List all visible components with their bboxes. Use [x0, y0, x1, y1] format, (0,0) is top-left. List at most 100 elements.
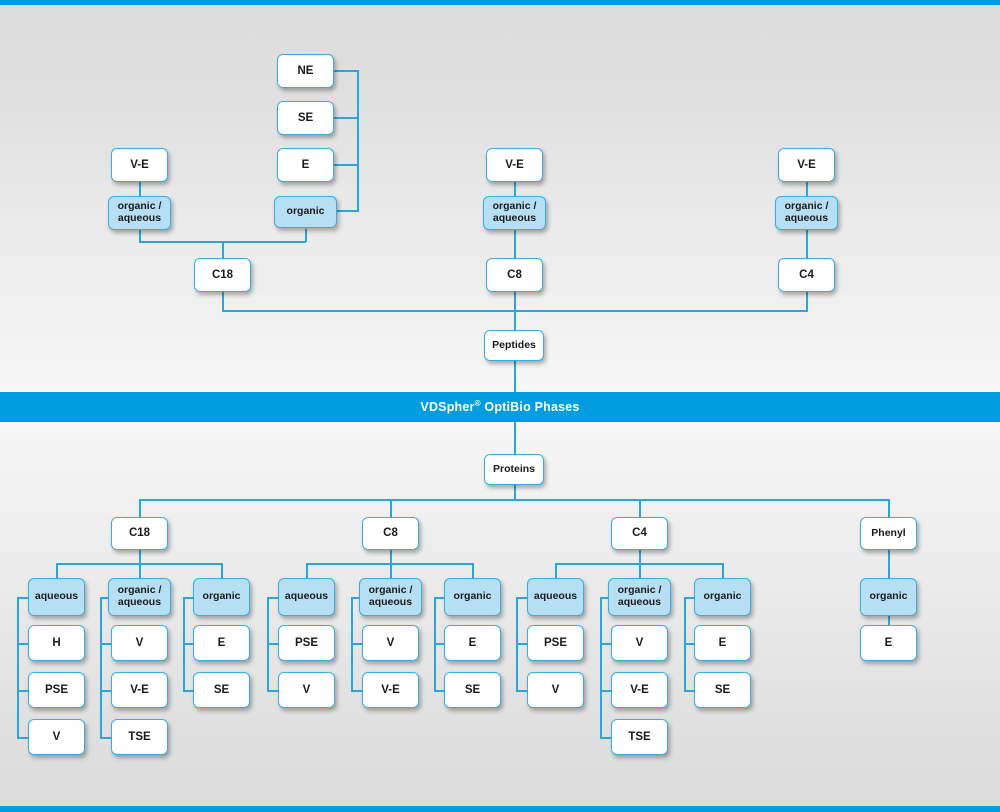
node-c18-oa-item-1[interactable]: V — [111, 625, 168, 661]
node-c8-aqueous[interactable]: aqueous — [278, 578, 335, 616]
node-line-1: organic / — [117, 200, 162, 213]
connector-c8b-down — [390, 550, 392, 564]
node-c18-org-item-2[interactable]: SE — [193, 672, 250, 708]
connector-c8b-oa-i1 — [351, 643, 363, 645]
node-c18b-organic[interactable]: organic — [193, 578, 250, 616]
connector-c4b-oa-i2 — [600, 690, 612, 692]
node-c8-oa-item-2[interactable]: V-E — [362, 672, 419, 708]
node-c18-organic[interactable]: organic — [274, 196, 337, 228]
node-c4-aq-item-1[interactable]: PSE — [527, 625, 584, 661]
node-c18-e[interactable]: E — [277, 148, 334, 182]
connector-c8b-fan-oa — [390, 563, 392, 578]
connector-c4b-oa-bus — [600, 597, 602, 737]
node-c18-ve[interactable]: V-E — [111, 148, 168, 182]
node-peptides-c4[interactable]: C4 — [778, 258, 835, 292]
node-line-1: organic / — [492, 200, 537, 213]
node-c18-aq-item-1[interactable]: H — [28, 625, 85, 661]
node-c18-oa-item-3[interactable]: TSE — [111, 719, 168, 755]
node-c4b-organic[interactable]: organic — [694, 578, 751, 616]
connector-organic-bus — [357, 70, 359, 212]
top-accent-rule — [0, 0, 1000, 5]
node-c4-oa-item-1[interactable]: V — [611, 625, 668, 661]
node-c4-oa-item-3[interactable]: TSE — [611, 719, 668, 755]
connector-c18b-oa-i2 — [100, 690, 112, 692]
node-proteins-c4[interactable]: C4 — [611, 517, 668, 550]
node-c4b-organic-aqueous[interactable]: organic / aqueous — [608, 578, 671, 616]
connector-c18-ve-to-oa — [139, 181, 141, 198]
connector-c18-down — [222, 292, 224, 311]
node-c18-aqueous[interactable]: aqueous — [28, 578, 85, 616]
connector-c18b-fan-org — [221, 563, 223, 578]
node-c8-organic-aqueous[interactable]: organic / aqueous — [483, 196, 546, 230]
node-c18-se[interactable]: SE — [277, 101, 334, 135]
connector-c4b-aq-head — [516, 597, 528, 599]
node-c4-organic-aqueous[interactable]: organic / aqueous — [775, 196, 838, 230]
connector-c4b-org-i1 — [684, 643, 696, 645]
connector-c8b-fan-org — [472, 563, 474, 578]
node-c8b-organic-aqueous[interactable]: organic / aqueous — [359, 578, 422, 616]
connector-c8b-oa-i2 — [351, 690, 363, 692]
section-banner: VDSpher® OptiBio Phases — [0, 392, 1000, 422]
connector-proteins-down — [514, 485, 516, 500]
node-c4-aqueous[interactable]: aqueous — [527, 578, 584, 616]
node-peptides-c18[interactable]: C18 — [194, 258, 251, 292]
connector-bus-to-c8 — [390, 499, 392, 517]
node-phenyl-organic[interactable]: organic — [860, 578, 917, 616]
node-proteins-c18[interactable]: C18 — [111, 517, 168, 550]
node-proteins-root[interactable]: Proteins — [484, 454, 544, 485]
node-c4-org-item-1[interactable]: E — [694, 625, 751, 661]
node-c8-ve[interactable]: V-E — [486, 148, 543, 182]
node-c18-oa-item-2[interactable]: V-E — [111, 672, 168, 708]
banner-title: VDSpher® OptiBio Phases — [420, 399, 579, 414]
connector-c8b-fan-aq — [306, 563, 308, 578]
connector-organic-stub — [334, 210, 358, 212]
connector-c18b-org-i2 — [183, 690, 195, 692]
node-c4-aq-item-2[interactable]: V — [527, 672, 584, 708]
node-c8-aq-item-2[interactable]: V — [278, 672, 335, 708]
connector-peptides-to-banner — [514, 361, 516, 393]
node-line-2: aqueous — [117, 596, 162, 608]
node-c18-ne[interactable]: NE — [277, 54, 334, 88]
connector-c8b-fan — [306, 563, 473, 565]
node-c4-org-item-2[interactable]: SE — [694, 672, 751, 708]
connector-c4b-down — [639, 550, 641, 564]
node-c18-aq-item-2[interactable]: PSE — [28, 672, 85, 708]
node-peptides-root[interactable]: Peptides — [484, 330, 544, 361]
connector-c18b-aq-bus — [17, 597, 19, 737]
node-peptides-c8[interactable]: C8 — [486, 258, 543, 292]
node-c18-aq-item-3[interactable]: V — [28, 719, 85, 755]
node-line-1: organic / — [617, 584, 662, 597]
connector-c18b-aq-i1 — [17, 643, 29, 645]
connector-c8b-aq-head — [267, 597, 279, 599]
node-line-1: organic / — [784, 200, 829, 213]
connector-c4b-org-head — [684, 597, 696, 599]
connector-c18b-aq-i2 — [17, 690, 29, 692]
node-line-2: aqueous — [368, 596, 413, 608]
node-c18b-organic-aqueous[interactable]: organic / aqueous — [108, 578, 171, 616]
node-c18-org-item-1[interactable]: E — [193, 625, 250, 661]
connector-ne-stub — [334, 70, 358, 72]
connector-bus-to-c4 — [639, 499, 641, 517]
node-phenyl-org-item-1[interactable]: E — [860, 625, 917, 661]
node-c8-oa-item-1[interactable]: V — [362, 625, 419, 661]
connector-c18b-down — [139, 550, 141, 564]
connector-bus-to-c18 — [139, 499, 141, 517]
node-c4-ve[interactable]: V-E — [778, 148, 835, 182]
connector-bus-to-phenyl — [888, 499, 890, 517]
connector-c4-down — [806, 292, 808, 311]
connector-peptides-drop — [514, 310, 516, 331]
connector-c4b-aq-i2 — [516, 690, 528, 692]
connector-c4b-aq-i1 — [516, 643, 528, 645]
node-c8-org-item-1[interactable]: E — [444, 625, 501, 661]
node-c4-oa-item-2[interactable]: V-E — [611, 672, 668, 708]
node-c8-aq-item-1[interactable]: PSE — [278, 625, 335, 661]
node-c8b-organic[interactable]: organic — [444, 578, 501, 616]
connector-c4b-fan-aq — [555, 563, 557, 578]
node-c8-org-item-2[interactable]: SE — [444, 672, 501, 708]
node-proteins-phenyl[interactable]: Phenyl — [860, 517, 917, 550]
node-proteins-c8[interactable]: C8 — [362, 517, 419, 550]
connector-c18b-oa-bus — [100, 597, 102, 737]
node-c18-organic-aqueous[interactable]: organic / aqueous — [108, 196, 171, 230]
connector-c8-oa-to-c8 — [514, 229, 516, 258]
